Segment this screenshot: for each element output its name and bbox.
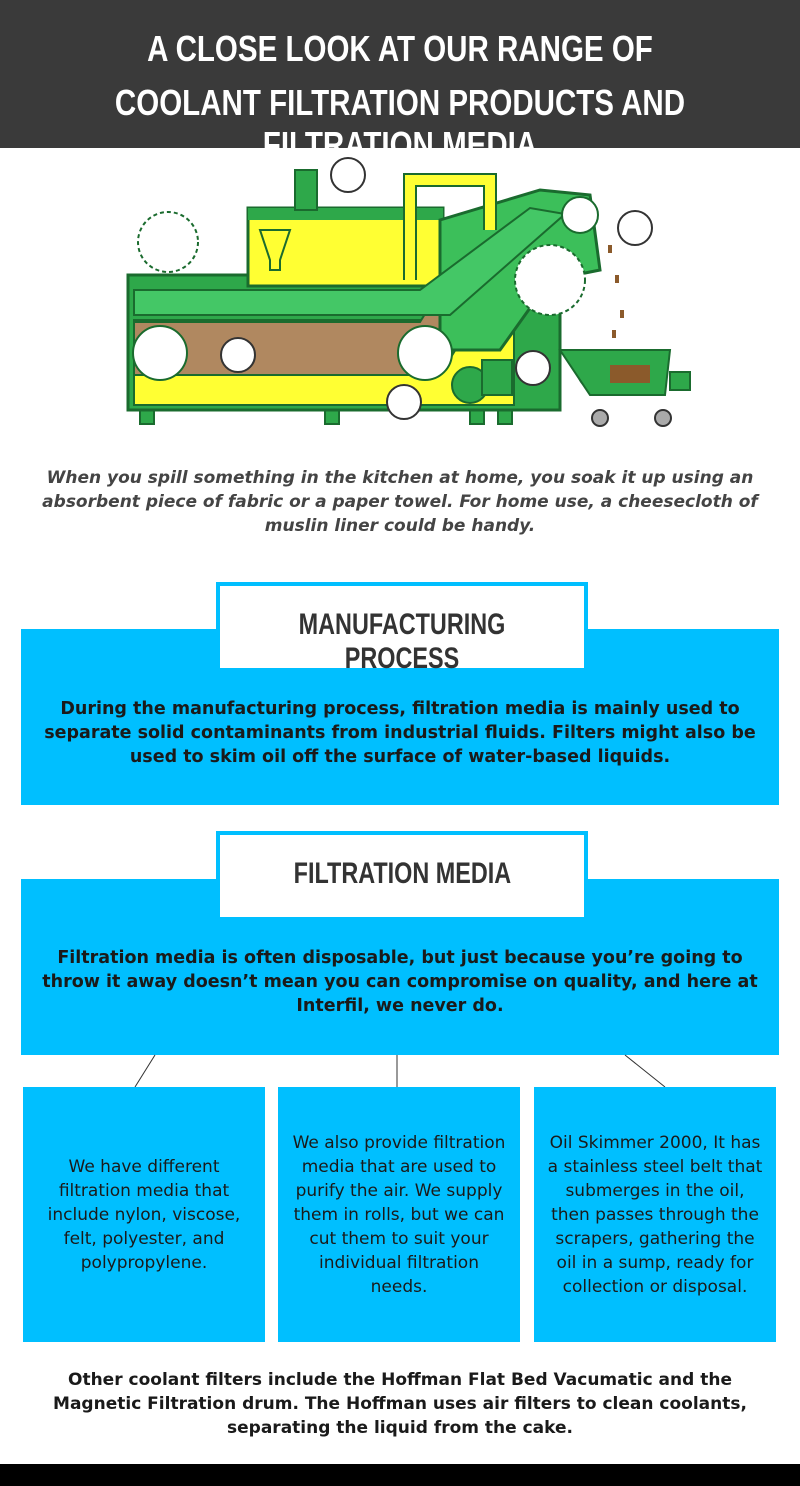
intro-text: When you spill something in the kitchen … [42,468,758,536]
info-column-2-text: We also provide filtration media that ar… [292,1132,506,1297]
page-header: A CLOSE LOOK AT OUR RANGE OF COOLANT FIL… [0,0,800,165]
info-column-1-text: We have different filtration media that … [47,1156,241,1273]
filtration-media-heading: FILTRATION MEDIA [293,857,511,890]
connector-line-right [624,1054,666,1088]
page-title-line-2: COOLANT FILTRATION PRODUCTS AND FILTRATI… [114,82,686,165]
info-column-1: We have different filtration media that … [23,1087,265,1342]
footer-text: Other coolant filters include the Hoffma… [53,1370,747,1438]
info-column-2: We also provide filtration media that ar… [278,1087,520,1342]
coolant-filtration-machine-illustration [126,157,691,427]
bottom-bar [0,1464,800,1486]
connector-lines [134,1054,666,1088]
manufacturing-process-heading: MANUFACTURING PROCESS [298,608,506,675]
manufacturing-process-tab: MANUFACTURING PROCESS [216,582,588,675]
manufacturing-process-text: During the manufacturing process, filtra… [44,699,756,767]
connector-line-left [134,1054,156,1088]
info-column-3-text: Oil Skimmer 2000, It has a stainless ste… [547,1132,763,1297]
filtration-media-text: Filtration media is often disposable, bu… [42,948,758,1016]
info-column-3: Oil Skimmer 2000, It has a stainless ste… [534,1087,776,1342]
filtration-media-tab: FILTRATION MEDIA [216,831,588,917]
page-title-line-1: A CLOSE LOOK AT OUR RANGE OF [147,28,653,69]
